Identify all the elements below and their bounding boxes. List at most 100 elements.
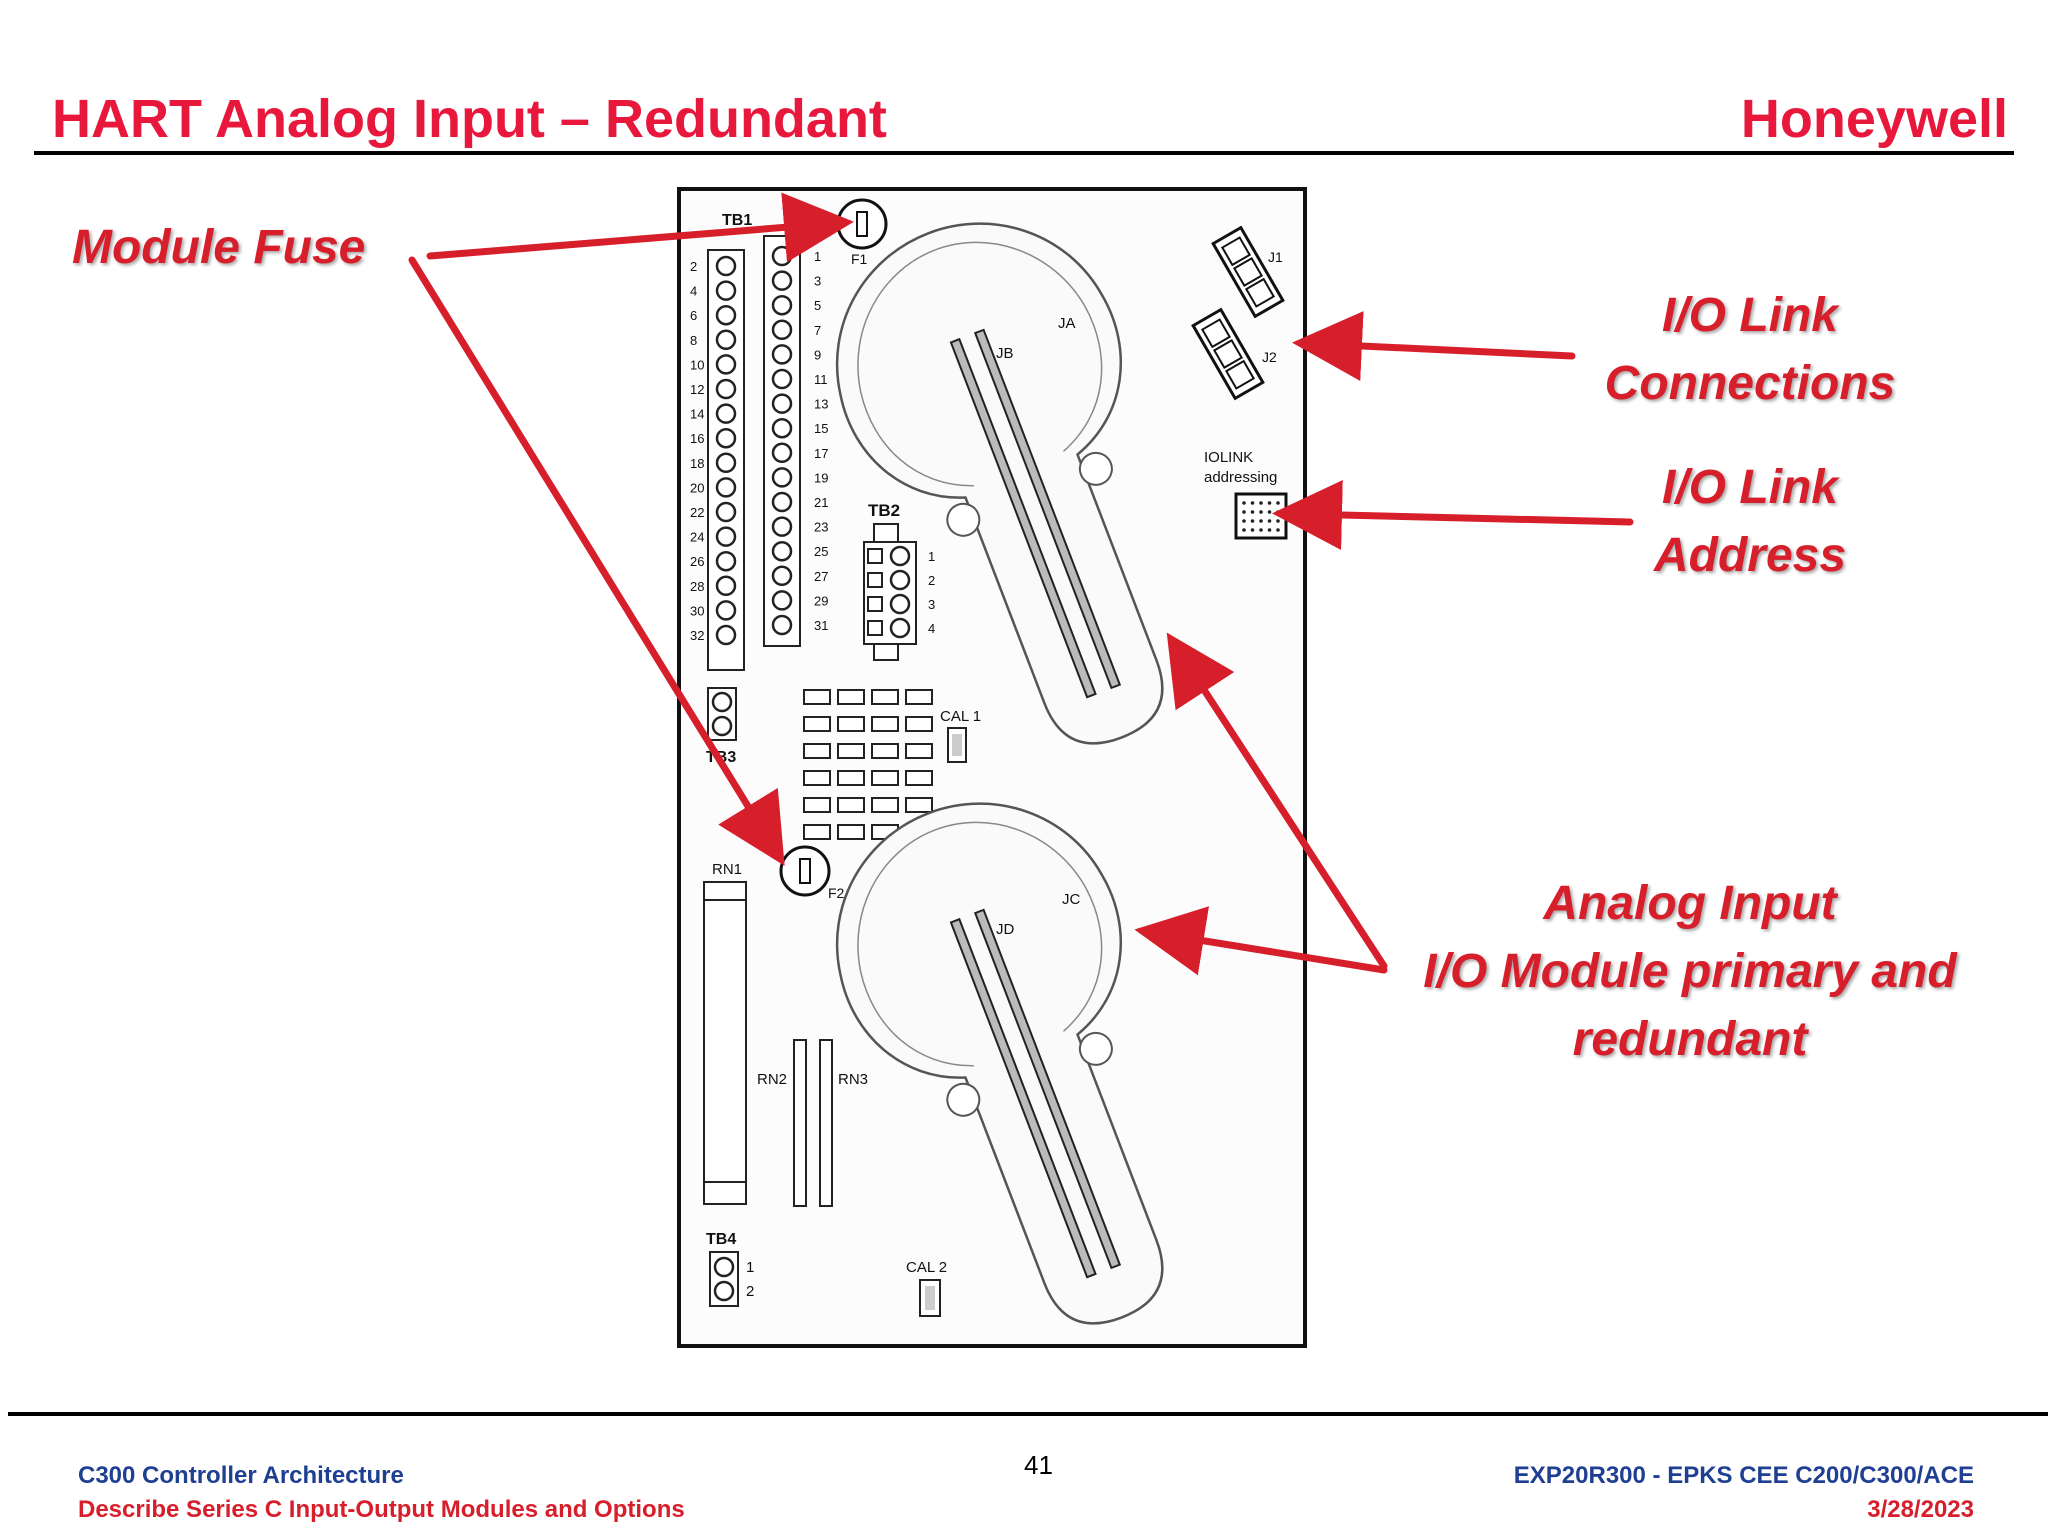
page-number: 41 — [1024, 1450, 1053, 1480]
tb1-terminal-26 — [715, 550, 737, 572]
tb1-terminal-1 — [771, 245, 793, 267]
arrow-analog-input-upper — [1166, 632, 1388, 970]
footer-date: 3/28/2023 — [1867, 1496, 1974, 1523]
tb1-terminal-7 — [771, 319, 793, 341]
tb4-label: TB4 — [706, 1231, 736, 1248]
j1-label: J1 — [1268, 249, 1283, 265]
f2-label: F2 — [828, 885, 845, 901]
addressing-label: addressing — [1204, 469, 1277, 486]
address-pin — [1276, 501, 1280, 505]
tb1-pin-label: 23 — [814, 520, 828, 535]
address-pin — [1276, 528, 1280, 532]
callout-io-link-connections: I/O Link Connections — [1604, 289, 1896, 410]
cal1-label: CAL 1 — [940, 708, 981, 725]
tb1-pin-label: 6 — [690, 308, 697, 323]
tb1-terminal-5 — [771, 294, 793, 316]
tb1-pin-label: 15 — [814, 421, 828, 436]
address-pin — [1242, 501, 1246, 505]
tb1-pin-label: 30 — [690, 603, 704, 618]
resistor-chip — [837, 689, 865, 705]
tb1-pin-label: 28 — [690, 579, 704, 594]
tb1-pin-label: 14 — [690, 407, 704, 422]
tb1-pin-label: 31 — [814, 618, 828, 633]
tb1-terminal-25 — [771, 540, 793, 562]
callout-module-fuse: Module Fuse — [72, 221, 366, 274]
footer-divider — [8, 1412, 2048, 1416]
resistor-chip — [905, 797, 933, 813]
tb1-pin-label: 9 — [814, 347, 821, 362]
footer-module-title: Describe Series C Input-Output Modules a… — [78, 1496, 685, 1523]
brand-logo-text: Honeywell — [1740, 89, 2008, 149]
tb1-terminal-8 — [715, 329, 737, 351]
tb1-pin-label: 32 — [690, 628, 704, 643]
arrow-io-link-connections — [1292, 311, 1576, 381]
tb1-terminal-29 — [771, 590, 793, 611]
tb2-terminal-3 — [889, 593, 911, 615]
jb-label: JB — [996, 345, 1014, 362]
tb1-pin-label: 29 — [814, 593, 828, 608]
tb1-terminal-27 — [771, 565, 793, 587]
resistor-chip — [871, 743, 899, 759]
address-pin — [1242, 510, 1246, 514]
resistor-chip — [871, 797, 899, 813]
tb1-pin-label: 25 — [814, 544, 828, 559]
address-pin — [1267, 528, 1272, 532]
address-pin — [1276, 510, 1280, 514]
resistor-chip — [803, 743, 831, 759]
tb1-pin-label: 21 — [814, 495, 828, 510]
tb2-terminal-2 — [889, 569, 911, 591]
callout-analog-input-module: Analog Input I/O Module primary and redu… — [1423, 877, 1957, 1066]
tb1-terminal-28 — [715, 575, 737, 597]
tb2-terminal-1 — [889, 545, 911, 567]
tb1-pin-label: 7 — [814, 323, 821, 338]
ja-label: JA — [1058, 315, 1076, 332]
tb2-pin-square — [867, 596, 883, 612]
resistor-chip — [803, 689, 831, 705]
tb1-terminal-4 — [715, 280, 737, 301]
tb2-terminal-4 — [889, 617, 911, 639]
tb1-label: TB1 — [722, 212, 752, 229]
tb1-terminal-24 — [715, 526, 737, 547]
svg-text:2: 2 — [746, 1283, 754, 1300]
tb1-terminal-11 — [771, 368, 793, 390]
tb1-terminal-30 — [715, 600, 737, 621]
resistor-chip — [837, 770, 865, 786]
resistor-array — [803, 689, 933, 840]
resistor-chip — [871, 770, 899, 786]
resistor-chip — [803, 770, 831, 786]
j2-label: J2 — [1262, 349, 1277, 365]
svg-text:1: 1 — [746, 1259, 754, 1276]
tb2-label: TB2 — [868, 501, 900, 520]
tb1-pin-label: 19 — [814, 470, 828, 485]
tb1-terminal-19 — [771, 467, 793, 488]
address-pin — [1267, 510, 1272, 514]
tb2-pin-label: 1 — [928, 549, 935, 564]
tb1-terminal-3 — [771, 270, 793, 291]
tb1-pin-label: 12 — [690, 382, 704, 397]
tb1-terminal-13 — [771, 393, 793, 414]
resistor-chip — [837, 797, 865, 813]
tb1-pin-label: 3 — [814, 274, 821, 289]
tb1-terminal-15 — [771, 417, 793, 439]
tb1-terminal-22 — [715, 501, 737, 523]
tb1-terminal-31 — [771, 614, 793, 636]
tb1-terminal-17 — [771, 442, 793, 464]
address-pin — [1267, 519, 1272, 523]
tb1-pin-label: 24 — [690, 530, 704, 545]
tb1-pin-label: 10 — [690, 357, 704, 372]
tb1-pin-label: 22 — [690, 505, 704, 520]
tb1-pin-label: 5 — [814, 298, 821, 313]
tb1-pin-label: 16 — [690, 431, 704, 446]
tb1-pin-label: 8 — [690, 333, 697, 348]
footer-course-title: C300 Controller Architecture — [78, 1462, 404, 1489]
f1-label: F1 — [851, 251, 868, 267]
tb1-terminal-2 — [715, 255, 737, 277]
address-pin — [1250, 510, 1255, 514]
address-pin — [1250, 501, 1255, 505]
resistor-chip — [837, 716, 865, 732]
io-link-connector-j2 — [1191, 307, 1265, 401]
address-pin — [1259, 528, 1263, 532]
address-pin — [1267, 501, 1272, 505]
